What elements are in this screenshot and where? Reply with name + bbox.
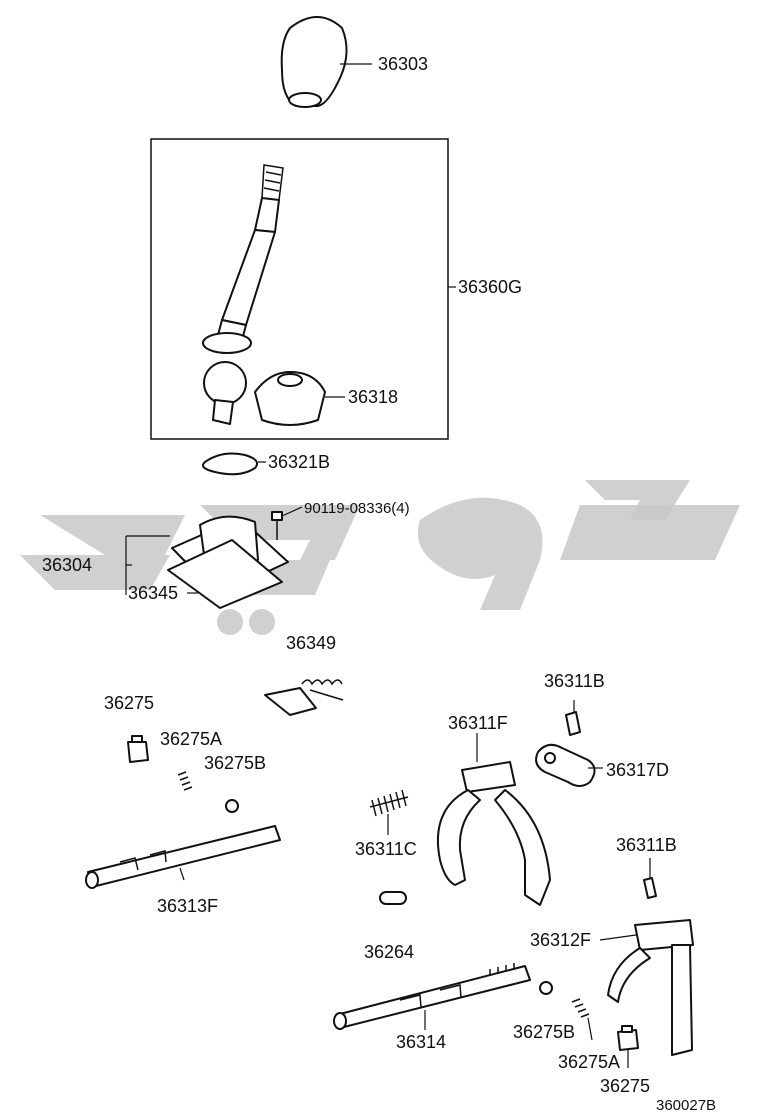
label-36311B-top: 36311B (544, 671, 605, 691)
shift-lever-36360G[interactable] (202, 164, 284, 425)
spring-36275A-bottom[interactable] (571, 998, 593, 1041)
label-36318: 36318 (348, 387, 398, 407)
label-36313F: 36313F (157, 896, 218, 916)
pin-36264[interactable] (379, 891, 407, 905)
label-36303: 36303 (378, 54, 428, 74)
label-36317D: 36317D (606, 760, 669, 780)
label-36264: 36264 (364, 942, 414, 962)
label-36275A-bottom: 36275A (558, 1052, 620, 1072)
figure-code: 360027B (656, 1097, 716, 1112)
label-90119-08336: 90119-08336(4) (304, 500, 410, 517)
spring-36275A-top[interactable] (177, 771, 193, 791)
label-36314: 36314 (396, 1032, 446, 1052)
shift-shaft-36314[interactable] (333, 963, 531, 1030)
lever-assembly-box (150, 138, 449, 440)
label-36321B: 36321B (268, 452, 330, 472)
plug-36275-bottom[interactable] (617, 1025, 639, 1068)
label-36311B-right: 36311B (616, 835, 677, 855)
shift-shaft-36313F[interactable] (85, 825, 281, 889)
label-36275-top: 36275 (104, 693, 154, 713)
pin-36311B-top[interactable] (565, 700, 581, 736)
snap-ring-36321B[interactable] (202, 452, 266, 476)
shift-fork-36312F[interactable] (599, 919, 694, 1056)
label-36275B-bottom: 36275B (513, 1022, 575, 1042)
pin-36311B-right[interactable] (643, 858, 657, 899)
label-36312F: 36312F (530, 930, 591, 950)
gasket-36345[interactable] (167, 539, 283, 609)
plug-36275-top[interactable] (127, 735, 149, 763)
label-36275B-top: 36275B (204, 753, 266, 773)
shift-head-36317D[interactable] (535, 743, 603, 787)
ball-36275B-bottom[interactable] (539, 981, 553, 995)
label-36349: 36349 (286, 633, 336, 653)
label-36360G: 36360G (458, 277, 522, 297)
spring-36349[interactable] (264, 679, 344, 716)
shift-boot-36318[interactable] (254, 371, 345, 426)
shift-fork-36311F[interactable] (436, 733, 551, 906)
label-36345: 36345 (128, 583, 178, 603)
spring-36311C[interactable] (369, 789, 409, 835)
label-36311F: 36311F (448, 713, 508, 733)
bolt-90119-08336[interactable] (271, 506, 303, 540)
label-36311C: 36311C (355, 839, 417, 859)
label-36275-bottom: 36275 (600, 1076, 650, 1096)
label-36275A-top: 36275A (160, 729, 222, 749)
shift-knob-36303[interactable] (280, 16, 372, 108)
label-36304: 36304 (42, 555, 92, 575)
ball-36275B-top[interactable] (225, 799, 239, 813)
